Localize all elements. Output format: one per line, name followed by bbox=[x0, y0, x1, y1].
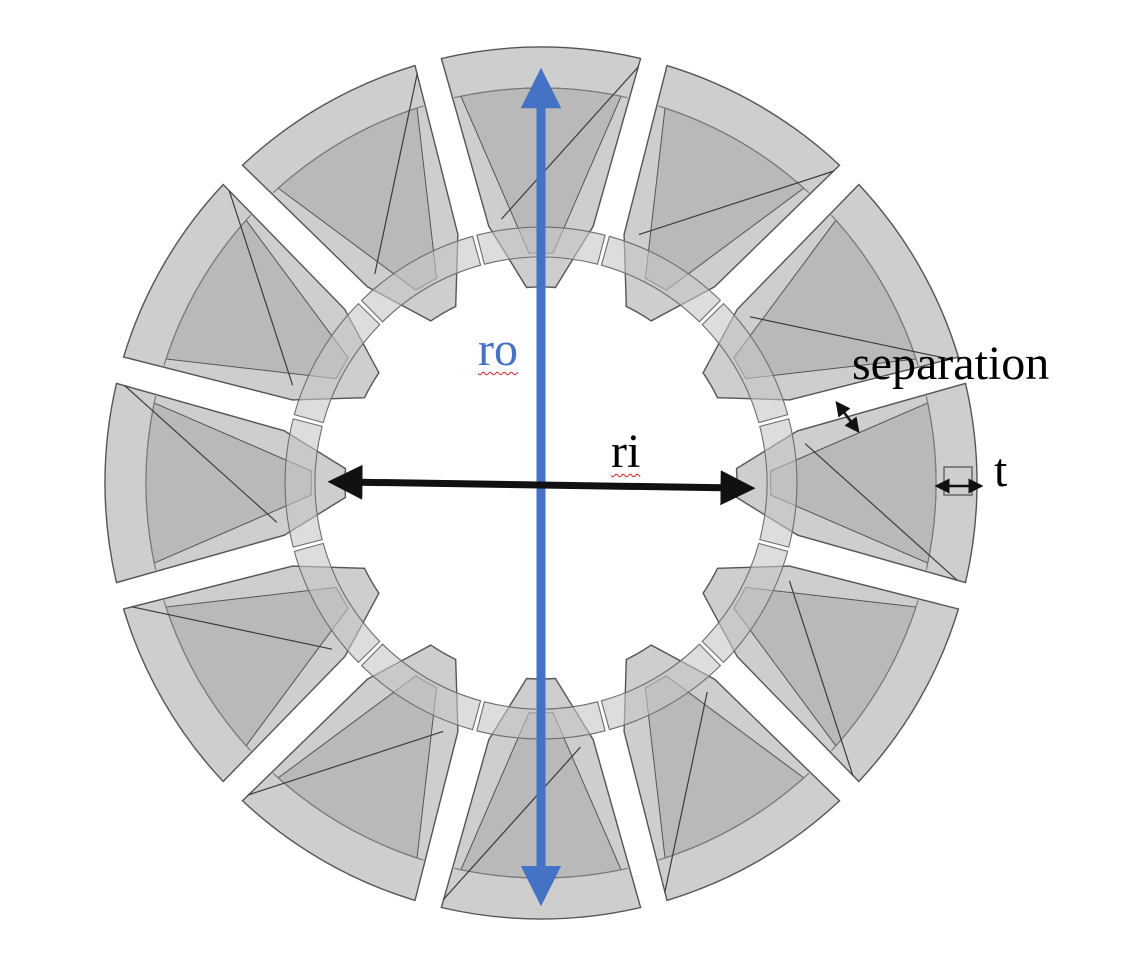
segment-chord bbox=[664, 691, 708, 893]
ri-arrow bbox=[327, 464, 756, 506]
segment-shoe bbox=[293, 302, 381, 424]
stator-segment bbox=[241, 643, 482, 902]
t-label: t bbox=[994, 444, 1008, 497]
segment-mid-arc bbox=[658, 105, 810, 194]
stator-segment bbox=[735, 382, 978, 584]
segment-chord bbox=[131, 606, 333, 650]
segment-mid-arc bbox=[658, 772, 810, 861]
annotations bbox=[327, 67, 984, 907]
segment-shoe bbox=[293, 542, 381, 664]
segment-chord bbox=[788, 580, 854, 777]
segment-shoe bbox=[701, 542, 789, 664]
segment-chord bbox=[247, 730, 444, 796]
stator-segment bbox=[122, 542, 381, 783]
segment-chord bbox=[749, 316, 951, 360]
stator-ring bbox=[104, 46, 978, 920]
segment-chord bbox=[228, 189, 294, 386]
separation-arrow bbox=[835, 401, 860, 433]
segment-chord bbox=[638, 170, 835, 236]
stator-segment bbox=[600, 64, 841, 323]
stator-segment bbox=[104, 382, 347, 584]
segment-mid-arc bbox=[163, 600, 252, 752]
stator-segment bbox=[600, 643, 841, 902]
ri-label: ri bbox=[611, 425, 641, 478]
segment-chord bbox=[804, 443, 959, 582]
ro-label: ro bbox=[478, 323, 518, 376]
segment-shoe bbox=[284, 418, 323, 548]
segment-shoe bbox=[600, 235, 722, 323]
segment-shoe bbox=[759, 418, 798, 548]
segment-mid-arc bbox=[272, 105, 424, 194]
segment-chord bbox=[374, 73, 418, 275]
stator-segment bbox=[241, 64, 482, 323]
stator-segment bbox=[122, 183, 381, 424]
segment-chord bbox=[123, 384, 278, 523]
segment-mid-arc bbox=[163, 214, 252, 366]
segment-shoe bbox=[360, 235, 482, 323]
segment-mid-arc bbox=[830, 214, 919, 366]
segment-mid-arc bbox=[830, 600, 919, 752]
segment-mid-arc bbox=[145, 396, 157, 570]
stator-segment bbox=[701, 183, 960, 424]
separation-label: separation bbox=[852, 337, 1050, 390]
segment-mid-arc bbox=[272, 772, 424, 861]
stator-segment bbox=[701, 542, 960, 783]
segment-shoe bbox=[360, 643, 482, 731]
segment-shoe bbox=[600, 643, 722, 731]
segment-shoe bbox=[701, 302, 789, 424]
